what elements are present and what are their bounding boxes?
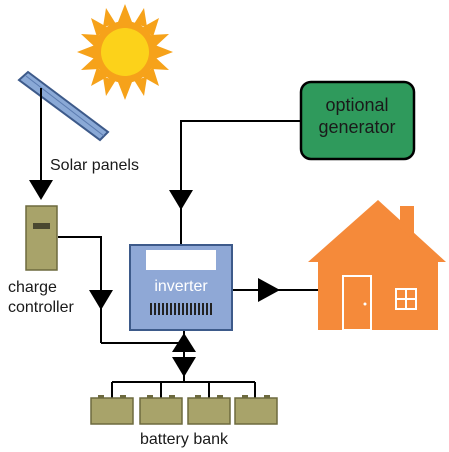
house-icon xyxy=(308,200,446,331)
arrow-down-icon xyxy=(172,357,196,377)
generator-box xyxy=(299,80,416,161)
arrow-down-icon xyxy=(169,190,193,210)
battery-icon xyxy=(90,395,134,425)
arrow-down-icon xyxy=(89,290,113,310)
inverter-label: inverter xyxy=(154,278,208,295)
arrow-right-icon xyxy=(258,278,280,302)
solar-panels-label: Solar panels xyxy=(50,157,139,174)
charge-controller-label-line2: controller xyxy=(8,299,74,316)
inverter-box xyxy=(129,244,233,331)
generator-label-line2: generator xyxy=(318,117,395,137)
battery-icon xyxy=(139,395,183,425)
battery-bank xyxy=(90,395,278,425)
charge-controller-label-line1: charge xyxy=(8,279,57,296)
arrow-up-icon xyxy=(172,333,196,352)
arrow-down-icon xyxy=(29,180,53,200)
battery-icon xyxy=(187,395,231,425)
arrows xyxy=(29,180,280,377)
generator-label-line1: optional xyxy=(325,95,388,115)
battery-bank-label: battery bank xyxy=(140,431,229,448)
sun-icon xyxy=(77,4,173,100)
battery-icon xyxy=(234,395,278,425)
charge-controller-box xyxy=(25,205,58,271)
